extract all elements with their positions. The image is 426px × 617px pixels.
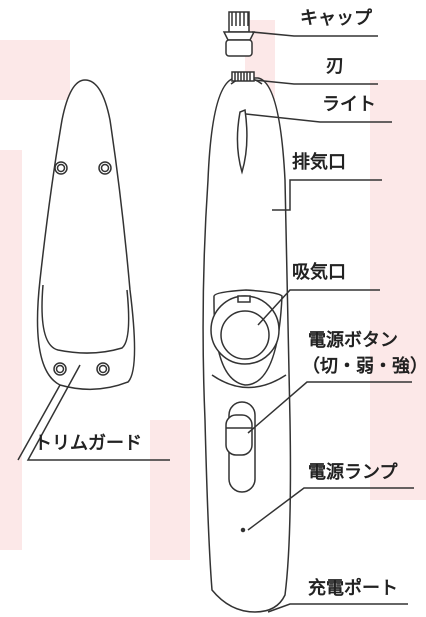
- blade-label: 刃: [326, 56, 344, 77]
- trim-guard-screw: [98, 364, 108, 374]
- trim-guard-inner-outline: [41, 284, 130, 354]
- leader-cap: [251, 31, 378, 37]
- intake-label: 吸気口: [292, 262, 346, 283]
- background-watermark: [150, 420, 190, 560]
- leader-intake: [257, 289, 380, 326]
- intake-vent: [220, 310, 270, 360]
- trim-guard-screw: [56, 163, 66, 173]
- body-shoulder-line: [211, 374, 287, 389]
- background-watermark: [0, 40, 70, 100]
- leader-light: [245, 113, 392, 123]
- power-lamp: [240, 527, 246, 533]
- leader-power-button: [247, 381, 412, 434]
- blade-teeth: [234, 72, 251, 81]
- power-button-modes-label: （切・弱・強）: [302, 356, 426, 377]
- light-label: ライト: [322, 94, 376, 115]
- cap-base: [225, 39, 253, 57]
- intake-tab: [237, 295, 251, 303]
- light-lens: [236, 108, 248, 175]
- trim-guard-label: トリムガード: [34, 433, 142, 454]
- cap-teeth: [231, 12, 249, 26]
- trim-guard-screw: [55, 364, 65, 374]
- intake-housing: [213, 289, 283, 386]
- background-watermark: [0, 150, 22, 550]
- cap-body: [222, 31, 256, 41]
- leader-charge-port: [267, 603, 408, 613]
- power-button-knob: [225, 414, 253, 456]
- blade: [231, 71, 255, 82]
- leader-power-lamp: [247, 487, 414, 531]
- leader-exhaust: [272, 179, 382, 211]
- leader-blade: [253, 79, 378, 85]
- exhaust-label: 排気口: [292, 152, 346, 173]
- power-lamp-label: 電源ランプ: [308, 462, 398, 483]
- power-button-label: 電源ボタン: [308, 330, 398, 351]
- trim-guard-shape: [36, 79, 136, 391]
- leader-trim-guard: [26, 364, 170, 461]
- cap-label: キャップ: [300, 8, 372, 29]
- leader-trim-guard: [17, 384, 61, 461]
- charge-port-label: 充電ポート: [308, 578, 398, 599]
- trim-guard-screw: [100, 163, 110, 173]
